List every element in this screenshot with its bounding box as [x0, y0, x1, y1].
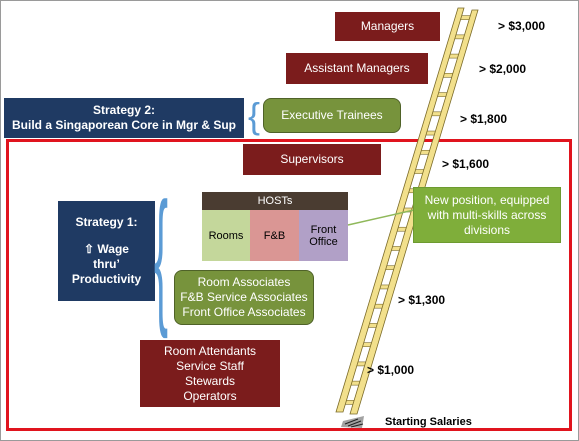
salary-assistant-managers: > $2,000: [479, 62, 527, 76]
executive-trainees-box: Executive Trainees: [263, 98, 401, 133]
strategy1-brace: {: [154, 171, 169, 339]
strategy1-box: Strategy 1: ⇧ Wage thru’ Productivity: [58, 201, 155, 301]
salary-rank-and-file: > $1,000: [367, 363, 415, 377]
supervisors-box: Supervisors: [243, 144, 381, 175]
hosts-title: HOSTs: [202, 192, 348, 210]
operators: Operators: [183, 388, 237, 403]
associate-rooms: Room Associates: [197, 275, 291, 289]
strategy2-title: Strategy 2:: [92, 103, 156, 117]
salary-associates: > $1,300: [398, 293, 446, 307]
service-staff: Service Staff: [176, 358, 244, 373]
strategy2-box: Strategy 2: Build a Singaporean Core in …: [4, 98, 244, 138]
rank-and-file-box: Room Attendants Service Staff Stewards O…: [140, 340, 280, 407]
associates-box: Room Associates F&B Service Associates F…: [174, 270, 314, 325]
associate-fb: F&B Service Associates: [180, 290, 308, 304]
ladder-left-rail: [335, 7, 465, 413]
room-attendants: Room Attendants: [163, 343, 257, 358]
hosts-rooms-cell: Rooms: [202, 210, 250, 261]
managers-box: Managers: [335, 12, 440, 41]
hosts-fb-cell: F&B: [250, 210, 299, 261]
new-position-callout: New position, equipped with multi-skills…: [413, 187, 561, 243]
starting-salaries-label: Starting Salaries: [385, 416, 472, 428]
salary-supervisors: > $1,600: [442, 157, 490, 171]
associate-front-office: Front Office Associates: [182, 305, 306, 319]
salary-managers: > $3,000: [498, 19, 546, 33]
assistant-managers-box: Assistant Managers: [286, 53, 428, 84]
strategy2-subtitle: Build a Singaporean Core in Mgr & Sup: [11, 118, 236, 132]
strategy1-highlight-frame: [6, 139, 572, 431]
strategy2-brace: {: [248, 95, 261, 136]
hosts-front-office-cell: Front Office: [299, 210, 348, 261]
ladder-shadow: [341, 416, 364, 428]
stewards: Stewards: [184, 373, 236, 388]
strategy1-title: Strategy 1:: [75, 215, 138, 229]
salary-executive-trainees: > $1,800: [460, 112, 508, 126]
strategy1-body: ⇧ Wage thru’ Productivity: [71, 242, 142, 286]
